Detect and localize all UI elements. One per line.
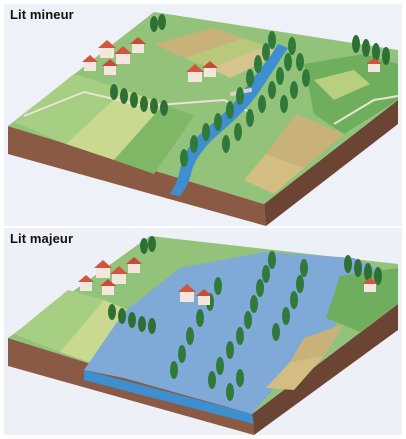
panel-title: Lit mineur [10, 7, 74, 22]
field [314, 70, 370, 100]
village [82, 37, 382, 82]
flood-water [84, 252, 384, 414]
field [326, 268, 398, 332]
field [304, 54, 398, 134]
hedge-trees [110, 14, 390, 116]
field [66, 90, 164, 160]
flood-water-front [84, 370, 254, 424]
panel-lit-mineur: Lit mineur [4, 4, 402, 226]
flooded-trees [170, 251, 308, 401]
field [290, 324, 344, 362]
soil-right-face [264, 100, 398, 226]
soil-right-face [252, 304, 398, 435]
field [184, 38, 266, 68]
field [114, 104, 194, 174]
field [154, 28, 244, 58]
field [266, 356, 324, 390]
village [78, 257, 378, 305]
field [14, 290, 104, 352]
block-diagram-lit-mineur [8, 12, 399, 226]
field [266, 114, 344, 168]
hedge-trees [108, 236, 382, 334]
block-diagram-lit-majeur [8, 236, 398, 435]
riparian-trees [180, 31, 310, 167]
road [333, 95, 399, 125]
river-channel [170, 44, 288, 196]
panel-lit-majeur: Lit majeur [4, 228, 402, 435]
field [244, 154, 304, 194]
soil-front-face [8, 126, 266, 226]
panel-title: Lit majeur [10, 231, 74, 246]
field [14, 74, 124, 144]
